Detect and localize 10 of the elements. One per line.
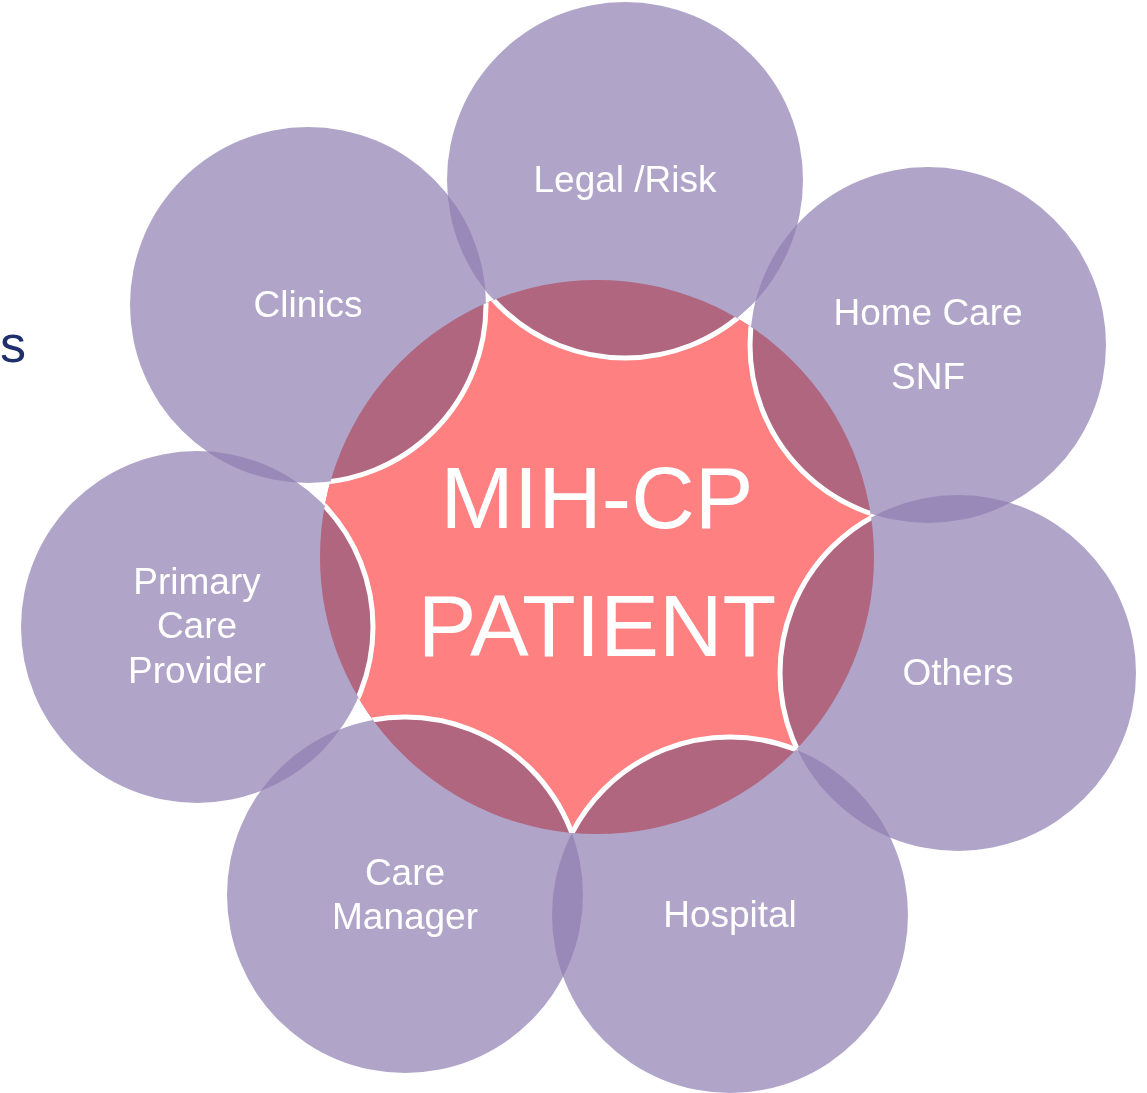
circle-label: Clinics bbox=[253, 282, 363, 327]
center-label: MIH-CP PATIENT bbox=[416, 447, 778, 677]
circle-label: Hospital bbox=[663, 892, 797, 937]
heading-fragment: s bbox=[0, 318, 26, 370]
circle-label: Care Manager bbox=[331, 850, 479, 939]
circle-label: Legal /Risk bbox=[533, 157, 717, 202]
circle-label: Others bbox=[902, 650, 1014, 695]
circle-label: SNF bbox=[891, 355, 965, 399]
circle-label: Home Care bbox=[833, 290, 1023, 335]
circle-label: Primary Care Provider bbox=[127, 560, 267, 694]
